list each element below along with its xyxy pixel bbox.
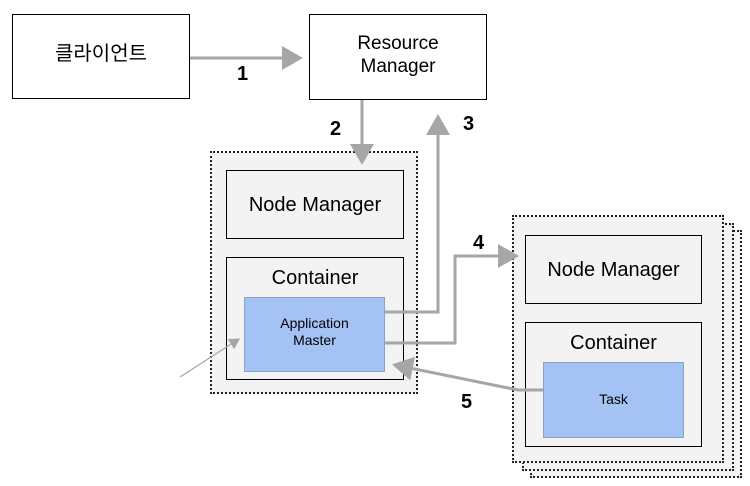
client-box: 클라이언트 — [12, 14, 190, 99]
node-manager-1-box: Node Manager — [226, 170, 404, 239]
step-4-label: 4 — [473, 232, 485, 254]
step-1-label: 1 — [237, 63, 249, 85]
arrow-5 — [392, 356, 543, 392]
client-label: 클라이언트 — [55, 43, 147, 65]
node-manager-1-label: Node Manager — [248, 194, 382, 216]
resource-manager-label: Resource Manager — [357, 33, 439, 77]
task-label: Task — [599, 391, 628, 407]
step-5-label: 5 — [461, 391, 473, 413]
container-1-label: Container — [271, 267, 359, 289]
container-2-label: Container — [570, 332, 657, 354]
application-master-label: Application Master — [280, 315, 349, 348]
step-3-label: 3 — [463, 113, 475, 135]
application-master-box: Application Master — [244, 297, 385, 372]
resource-manager-box: Resource Manager — [309, 14, 487, 100]
arrow-3 — [385, 114, 450, 314]
node-manager-2-box: Node Manager — [525, 235, 702, 304]
arrow-4 — [385, 244, 519, 345]
step-2-label: 2 — [330, 118, 342, 140]
node-manager-2-label: Node Manager — [547, 259, 680, 281]
arrow-incoming — [179, 338, 241, 378]
task-box: Task — [543, 362, 684, 438]
